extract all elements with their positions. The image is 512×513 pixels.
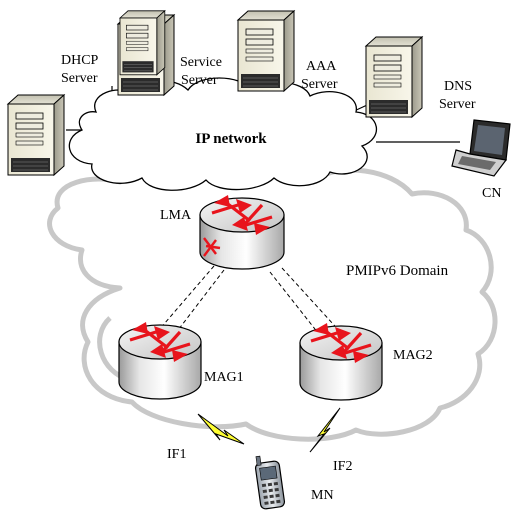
mn-label: MN xyxy=(311,488,334,503)
service-label-line2: Server xyxy=(181,73,218,88)
lma-label: LMA xyxy=(160,208,192,223)
mag2-label: MAG2 xyxy=(393,348,433,363)
dhcp-label-line2: Server xyxy=(61,71,98,86)
top-server-icon xyxy=(119,10,166,76)
lma-tunnel-arrows-icon xyxy=(203,237,221,257)
left-server-icon xyxy=(7,94,65,176)
lma-router-icon xyxy=(199,193,285,270)
if1-wireless-link-icon xyxy=(197,413,245,445)
dhcp-label-line1: DHCP xyxy=(61,53,99,68)
aaa-label-line2: Server xyxy=(301,77,338,92)
if2-label: IF2 xyxy=(333,459,352,474)
pmipv6-domain-label: PMIPv6 Domain xyxy=(346,263,449,279)
service-label-line1: Service xyxy=(180,55,222,70)
laptop-icon xyxy=(451,119,511,177)
if1-label: IF1 xyxy=(167,447,186,462)
dns-server-icon xyxy=(365,36,423,118)
mobile-phone-icon xyxy=(254,455,286,510)
mag1-router-icon xyxy=(118,320,202,400)
ip-network-label: IP network xyxy=(195,131,267,147)
mag1-label: MAG1 xyxy=(204,370,244,385)
aaa-label-line1: AAA xyxy=(306,59,337,74)
mag2-router-icon xyxy=(299,321,383,401)
if2-wireless-link-icon xyxy=(309,407,341,453)
service-server-icon xyxy=(237,10,295,92)
dns-label-line1: DNS xyxy=(444,79,472,94)
ip-network-cloud xyxy=(68,77,378,191)
dns-label-line2: Server xyxy=(439,97,476,112)
cn-label: CN xyxy=(482,186,501,201)
